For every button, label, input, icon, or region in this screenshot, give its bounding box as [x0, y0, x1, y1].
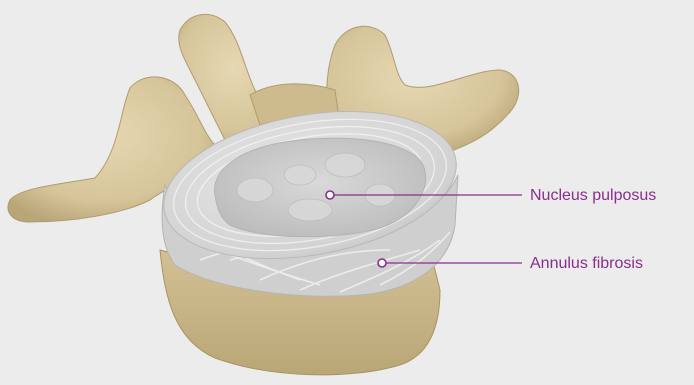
- annulus-marker-dot: [378, 259, 386, 267]
- annulus-fibrosis-label: Annulus fibrosis: [530, 255, 643, 273]
- nucleus-pulposus-label: Nucleus pulposus: [530, 187, 656, 205]
- nucleus-marker-dot: [326, 191, 334, 199]
